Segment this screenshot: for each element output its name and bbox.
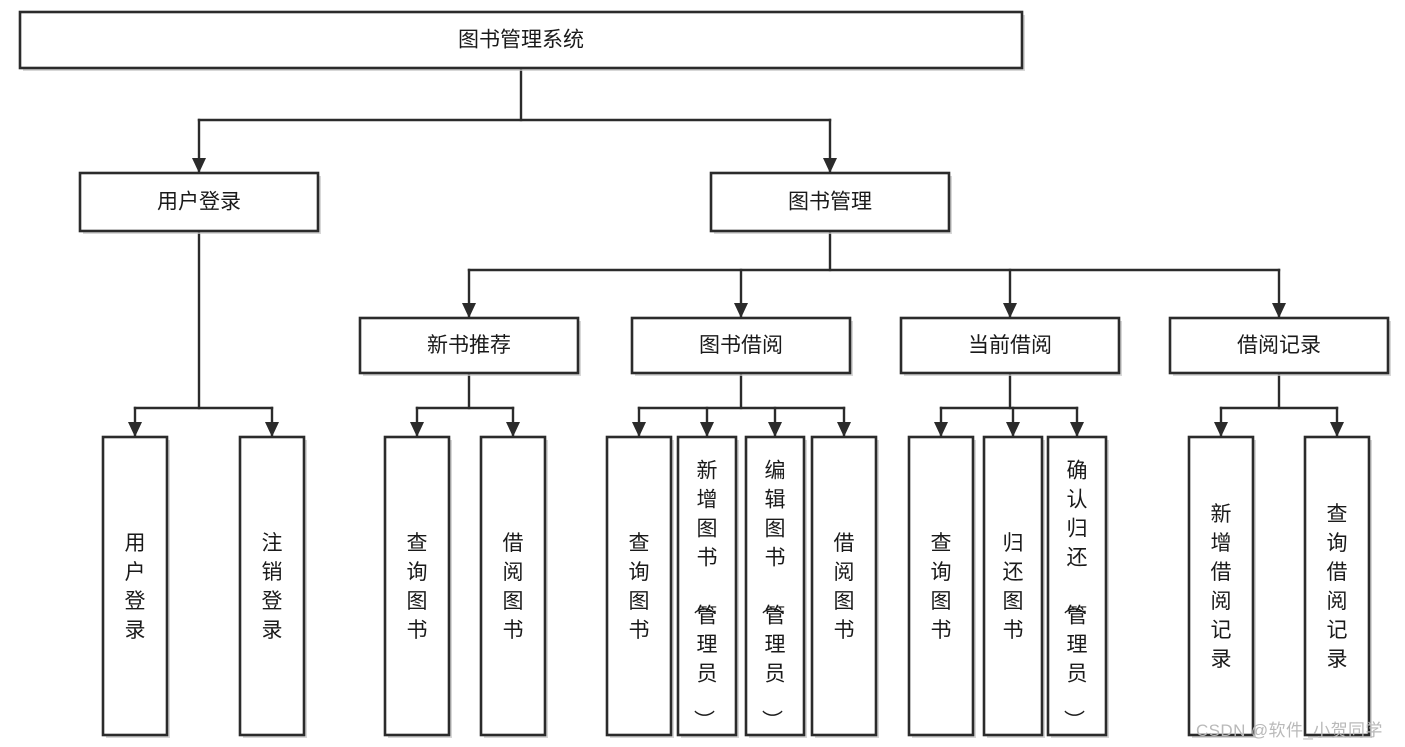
arrow-head	[1330, 422, 1344, 437]
node-label: 查询图书	[407, 532, 428, 642]
node-label: 新增图书（管理员）	[692, 460, 718, 731]
node-label: 编辑图书（管理员）	[760, 460, 786, 731]
arrow-head	[410, 422, 424, 437]
node-label: 借阅图书	[503, 532, 524, 642]
node-label: 查询借阅记录	[1327, 503, 1348, 671]
node-box	[744, 435, 806, 737]
arrow-head	[837, 422, 851, 437]
node-label: 确认归还（管理员）	[1062, 460, 1088, 731]
node-leaf-current-confirm-return[interactable]: 确认归还（管理员）	[1046, 435, 1109, 738]
node-leaf-borrow-add-book[interactable]: 新增图书（管理员）	[676, 435, 739, 738]
arrow-head	[934, 422, 948, 437]
node-box	[383, 435, 451, 737]
connector-group-current-borrow	[934, 371, 1084, 439]
node-box	[358, 316, 580, 375]
connector-group-book-management	[462, 229, 1286, 320]
node-user-login[interactable]: 用户登录	[78, 171, 321, 234]
node-box	[982, 435, 1044, 737]
node-box	[238, 435, 306, 737]
connector-group-new-book-recommend	[410, 371, 520, 439]
node-label: 图书管理	[788, 191, 872, 214]
node-box	[676, 435, 738, 737]
arrow-head	[506, 422, 520, 437]
node-leaf-user-logout[interactable]: 注销登录	[238, 435, 307, 738]
connector-group-user-login	[128, 229, 279, 439]
node-leaf-recommend-borrow-book[interactable]: 借阅图书	[479, 435, 548, 738]
node-leaf-borrow-edit-book[interactable]: 编辑图书（管理员）	[744, 435, 807, 738]
node-box	[18, 10, 1024, 70]
arrow-head	[734, 303, 748, 318]
node-box	[101, 435, 169, 737]
node-label: 归还图书	[1003, 532, 1024, 642]
node-new-book-recommend[interactable]: 新书推荐	[358, 316, 581, 376]
arrow-head	[128, 422, 142, 437]
connector-group-borrow-record	[1214, 371, 1344, 439]
node-label: 借阅图书	[834, 532, 855, 642]
node-leaf-current-query-book[interactable]: 查询图书	[907, 435, 976, 738]
arrow-head	[1272, 303, 1286, 318]
node-box	[78, 171, 320, 233]
node-label: 新书推荐	[427, 334, 511, 357]
node-layer: 图书管理系统用户登录图书管理新书推荐图书借阅当前借阅借阅记录用户登录注销登录查询…	[18, 10, 1391, 738]
node-box	[1187, 435, 1255, 737]
arrow-head	[1003, 303, 1017, 318]
node-label: 查询图书	[629, 532, 650, 642]
node-box	[605, 435, 673, 737]
node-leaf-current-return-book[interactable]: 归还图书	[982, 435, 1045, 738]
node-label: 新增借阅记录	[1211, 503, 1232, 671]
node-box	[479, 435, 547, 737]
node-box	[630, 316, 852, 375]
node-label: 用户登录	[157, 191, 241, 214]
node-label: 注销登录	[262, 532, 283, 642]
connector-group-book-borrow	[632, 371, 851, 439]
arrow-head	[265, 422, 279, 437]
node-label: 当前借阅	[968, 334, 1052, 357]
node-label: 用户登录	[125, 532, 146, 642]
arrow-head	[1070, 422, 1084, 437]
node-book-borrow[interactable]: 图书借阅	[630, 316, 853, 376]
node-label: 查询图书	[931, 532, 952, 642]
node-root[interactable]: 图书管理系统	[18, 10, 1025, 71]
node-label: 图书借阅	[699, 334, 783, 357]
node-box	[1168, 316, 1390, 375]
arrow-head	[768, 422, 782, 437]
node-box	[810, 435, 878, 737]
node-borrow-record[interactable]: 借阅记录	[1168, 316, 1391, 376]
arrow-head	[462, 303, 476, 318]
arrow-head	[632, 422, 646, 437]
arrow-head	[1006, 422, 1020, 437]
node-leaf-borrow-borrow-book[interactable]: 借阅图书	[810, 435, 879, 738]
node-box	[1303, 435, 1371, 737]
arrow-head	[1214, 422, 1228, 437]
node-box	[899, 316, 1121, 375]
connector-layer	[128, 66, 1344, 439]
node-leaf-recommend-query-book[interactable]: 查询图书	[383, 435, 452, 738]
node-box	[907, 435, 975, 737]
node-label: 图书管理系统	[458, 29, 584, 52]
node-box	[709, 171, 951, 233]
node-leaf-user-login[interactable]: 用户登录	[101, 435, 170, 738]
node-current-borrow[interactable]: 当前借阅	[899, 316, 1122, 376]
arrow-head	[823, 158, 837, 173]
node-label: 借阅记录	[1237, 334, 1321, 357]
node-book-management[interactable]: 图书管理	[709, 171, 952, 234]
node-leaf-record-add-record[interactable]: 新增借阅记录	[1187, 435, 1256, 738]
node-box	[1046, 435, 1108, 737]
arrow-head	[192, 158, 206, 173]
node-leaf-borrow-query-book[interactable]: 查询图书	[605, 435, 674, 738]
arrow-head	[700, 422, 714, 437]
connector-group-root	[192, 66, 837, 175]
node-leaf-record-query-record[interactable]: 查询借阅记录	[1303, 435, 1372, 738]
